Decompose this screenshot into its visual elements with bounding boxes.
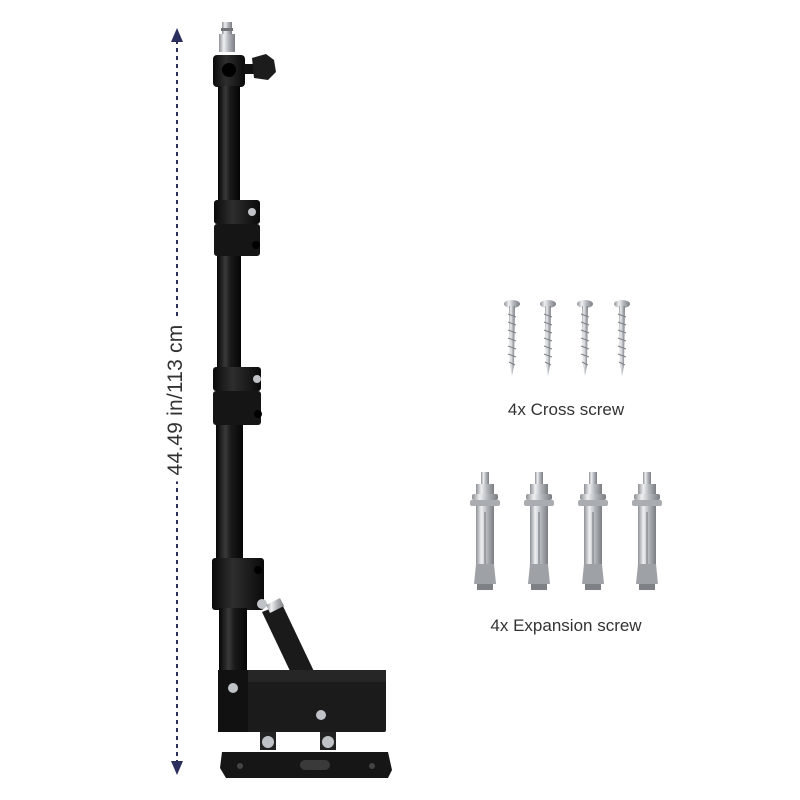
expansion-screw <box>632 472 662 590</box>
cross-screw <box>577 300 593 376</box>
expansion-screw <box>578 472 608 590</box>
cross-screw <box>614 300 630 376</box>
cross-screws <box>504 300 630 376</box>
cross-screw <box>504 300 520 376</box>
expansion-screw-caption: 4x Expansion screw <box>490 616 642 635</box>
expansion-screw <box>524 472 554 590</box>
cross-screw <box>540 300 556 376</box>
height-dimension-label: 44.49 in/113 cm <box>164 318 188 482</box>
expansion-screws <box>470 472 662 590</box>
expansion-screw <box>470 472 500 590</box>
light-stand <box>212 22 392 778</box>
cross-screw-caption: 4x Cross screw <box>507 400 625 419</box>
